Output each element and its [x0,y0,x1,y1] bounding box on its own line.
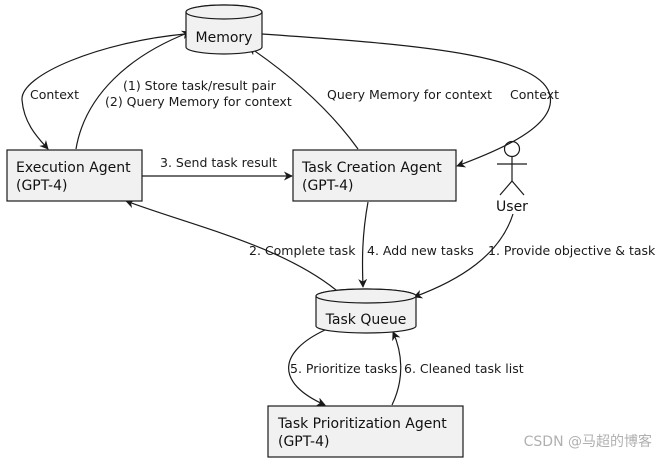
label-send-task-result: 3. Send task result [160,155,277,170]
task-queue-database: Task Queue [315,288,417,334]
edge-execution-to-memory [75,30,191,150]
execution-agent-model: (GPT-4) [16,178,67,194]
task-prioritization-agent-node: Task Prioritization Agent (GPT-4) [267,405,464,458]
database-icon [185,4,263,20]
user-actor-icon: User [496,140,528,215]
label-complete-task: 2. Complete task [249,243,356,258]
watermark: CSDN @马超的博客 [524,433,652,450]
execution-agent-title: Execution Agent [16,160,131,176]
label-provide-objective: 1. Provide objective & task [488,243,656,258]
edge-user-to-queue [413,213,514,299]
edge-creation-to-memory [248,46,359,150]
memory-label: Memory [196,30,253,46]
database-icon [315,288,417,304]
edge-queue-to-execution [125,199,337,291]
memory-database: Memory [185,4,263,55]
label-prioritize-tasks: 5. Prioritize tasks [290,361,398,376]
label-query-memory-left: (2) Query Memory for context [105,94,292,109]
edge-queue-to-prioritization [288,329,326,406]
label-store-pair: (1) Store task/result pair [123,78,277,93]
label-context-right: Context [510,87,559,102]
edge-memory-to-creation [261,33,551,168]
task-creation-agent-node: Task Creation Agent (GPT-4) [292,149,457,202]
edge-creation-to-queue [358,201,369,288]
label-context-left: Context [30,87,79,102]
task-creation-agent-title: Task Creation Agent [301,160,442,176]
execution-agent-node: Execution Agent (GPT-4) [6,149,143,202]
label-add-new-tasks: 4. Add new tasks [367,243,474,258]
edge-memory-to-execution [21,33,186,150]
task-prioritization-agent-title: Task Prioritization Agent [277,416,447,432]
user-label: User [496,199,528,215]
task-creation-agent-model: (GPT-4) [302,178,353,194]
label-query-memory-right: Query Memory for context [327,87,492,102]
task-queue-label: Task Queue [325,312,407,328]
edge-prioritization-to-queue [391,331,402,406]
task-prioritization-agent-model: (GPT-4) [278,434,329,450]
label-cleaned-task-list: 6. Cleaned task list [404,361,524,376]
